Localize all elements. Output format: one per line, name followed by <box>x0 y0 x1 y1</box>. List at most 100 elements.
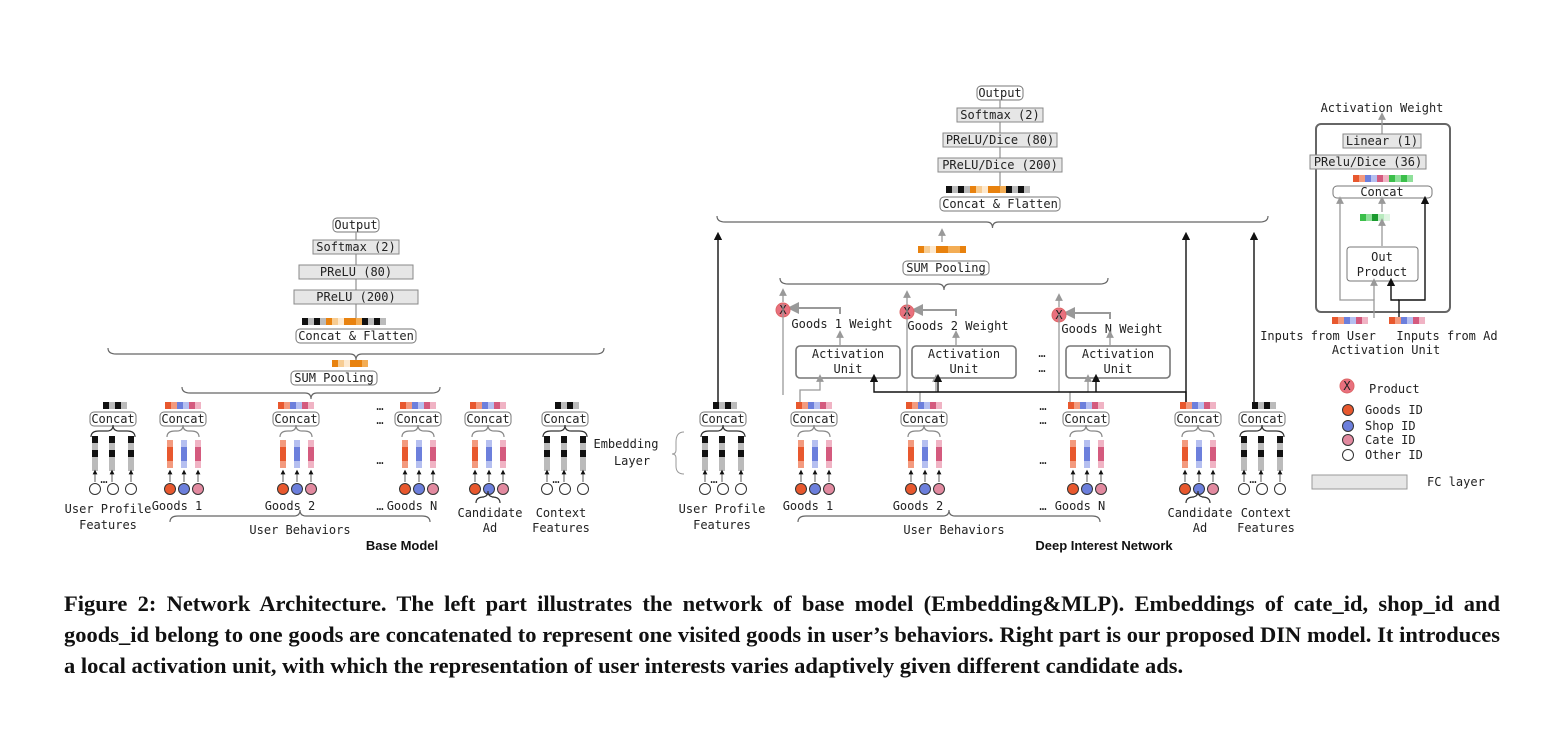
embedding-cell <box>1360 214 1366 221</box>
din-user-profile-label: Features <box>693 518 751 532</box>
embedding-cell <box>1395 317 1401 324</box>
embedding-cell <box>1210 440 1216 447</box>
embedding-cell <box>1196 440 1202 447</box>
embedding-cell <box>416 461 422 468</box>
embedding-cell <box>936 454 942 461</box>
embedding-cell <box>109 443 115 450</box>
base-context-label: Context <box>536 506 587 520</box>
base-context-embedding-vector <box>561 436 567 471</box>
embedding-cell <box>798 447 804 454</box>
base-goodsN-concat-embedding <box>400 402 436 409</box>
din-user-profile-label: User Profile <box>679 502 766 516</box>
base-sum-pooling-box-label: SUM Pooling <box>294 371 373 385</box>
embedding-cell <box>1258 436 1264 443</box>
din-goodsN-embedding-vector <box>1098 440 1104 468</box>
embedding-cell <box>189 402 195 409</box>
ad-input-to-concat <box>1398 195 1430 318</box>
embedding-cell <box>1384 214 1390 221</box>
embedding-cell <box>109 436 115 443</box>
embedding-cell <box>1068 402 1074 409</box>
embedding-cell <box>1210 402 1216 409</box>
embedding-cell <box>1098 461 1104 468</box>
din-dice200-layer <box>937 157 1063 173</box>
din-goods2-shop-id-node <box>919 483 931 495</box>
embedding-cell <box>486 447 492 454</box>
din-goods2-label: Goods 2 <box>893 499 944 513</box>
ellipsis: … <box>1039 453 1046 467</box>
base-context-embedding-vector <box>580 436 586 471</box>
base-user-profile-other-id-node <box>89 483 101 495</box>
inputs-from-ad-label: Inputs from Ad <box>1396 329 1497 343</box>
base-user-profile-other-id-node <box>125 483 137 495</box>
embedding-cell <box>92 457 98 464</box>
embedding-cell <box>719 436 725 443</box>
embedding-cell <box>472 440 478 447</box>
embedding-cell <box>402 461 408 468</box>
base-user-profile-concat-box-label: Concat <box>91 412 134 426</box>
din-user-profile-concat-box-label: Concat <box>701 412 744 426</box>
base-candidate-shop-id-node <box>483 483 495 495</box>
embedding-cell <box>280 447 286 454</box>
ellipsis: … <box>100 472 107 486</box>
embedding-cell <box>1070 461 1076 468</box>
embedding-cell <box>561 443 567 450</box>
din-behaviors-brace <box>797 509 1101 523</box>
base-prelu200-layer-label: PReLU (200) <box>316 290 395 304</box>
embedding-cell <box>918 246 924 253</box>
base-goods1-concat-brace <box>166 424 200 438</box>
din-goodsN-embedding-vector <box>1070 440 1076 468</box>
legend-id-node-1 <box>1342 420 1354 432</box>
embedding-cell <box>922 461 928 468</box>
embedding-cell <box>362 318 368 325</box>
embedding-cell <box>802 402 808 409</box>
din-user-profile-concat-brace <box>700 424 746 438</box>
embedding-cell <box>488 402 494 409</box>
embedding-cell <box>482 402 488 409</box>
embedding-cell <box>280 454 286 461</box>
embedding-cell <box>1366 214 1372 221</box>
base-context-concat-brace <box>542 424 588 438</box>
din-goodsN-embedding-vector <box>1084 440 1090 468</box>
base-user-profile-label: User Profile <box>65 502 152 516</box>
embedding-cell <box>284 402 290 409</box>
base-context-other-id-node <box>577 483 589 495</box>
embedding-cell <box>195 440 201 447</box>
embedding-cell <box>798 454 804 461</box>
embedding-cell <box>326 318 332 325</box>
base-goodsN-concat-brace <box>401 424 435 438</box>
embedding-cell <box>924 402 930 409</box>
activation-unit-box-2 <box>911 345 1017 379</box>
embedding-cell <box>561 457 567 464</box>
din-goods2-concat-box-label: Concat <box>902 412 945 426</box>
embedding-cell <box>912 402 918 409</box>
embedding-cell <box>702 457 708 464</box>
embedding-cell <box>826 461 832 468</box>
embedding-cell <box>500 440 506 447</box>
embedding-cell <box>936 440 942 447</box>
din-candidate-concat-brace <box>1181 424 1215 438</box>
base-output-box-label: Output <box>334 218 377 232</box>
embedding-cell <box>1401 175 1407 182</box>
base-context-other-id-node <box>541 483 553 495</box>
base-candidate-concat-brace <box>471 424 505 438</box>
embedding-cell <box>1024 186 1030 193</box>
din-candidate-label: Ad <box>1193 521 1207 535</box>
embedding-cell <box>1092 402 1098 409</box>
embedding-cell <box>798 461 804 468</box>
embedding-cell <box>181 447 187 454</box>
ellipsis: … <box>1039 399 1046 413</box>
embedding-cell <box>1098 440 1104 447</box>
embedding-cell <box>930 246 936 253</box>
din-user-profile-embedding-vector <box>738 436 744 471</box>
din-goods2-embedding-vector <box>936 440 942 468</box>
embedding-cell <box>1241 436 1247 443</box>
ellipsis: … <box>552 472 559 486</box>
embedding-cell <box>1192 402 1198 409</box>
base-pooled-embedding <box>332 360 368 367</box>
embedding-cell <box>430 447 436 454</box>
embedding-cell <box>1210 454 1216 461</box>
activation-unit-label: Unit <box>834 362 863 376</box>
din-candidate-embedding-vector <box>1210 440 1216 468</box>
embedding-cell <box>826 402 832 409</box>
inputs-from-user-label: Inputs from User <box>1260 329 1376 343</box>
